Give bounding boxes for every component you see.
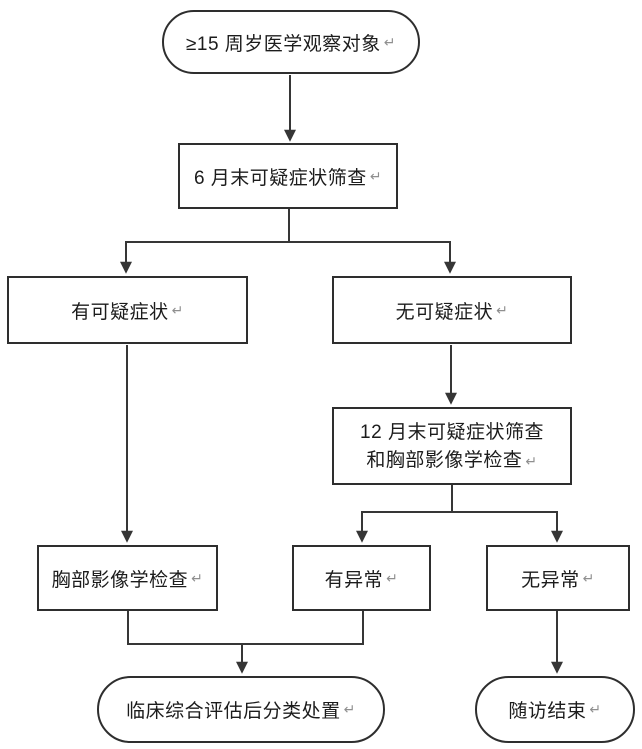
edge-screen6-branch xyxy=(120,209,456,274)
node-chest-imaging-label: 胸部影像学检查 xyxy=(51,569,189,591)
paragraph-return-icon: ↵ xyxy=(369,167,383,184)
node-no-symptoms: 无可疑症状↵ xyxy=(332,276,572,344)
node-normal-label: 无异常 xyxy=(521,569,580,591)
node-evaluation-label: 临床综合评估后分类处置 xyxy=(126,701,341,722)
node-no-symptoms-label: 无可疑症状 xyxy=(395,301,494,323)
node-screen12-line2-text: 和胸部影像学检查 xyxy=(366,450,523,471)
node-chest-imaging: 胸部影像学检查↵ xyxy=(37,545,218,611)
node-screen12: 12 月末可疑症状筛查 和胸部影像学检查↵ xyxy=(332,407,572,485)
edge-merge-to-evaluation xyxy=(127,611,364,674)
node-start: ≥15 周岁医学观察对象↵ xyxy=(162,10,420,74)
node-start-label: ≥15 周岁医学观察对象 xyxy=(185,33,381,55)
node-screen6-label: 6 月末可疑症状筛查 xyxy=(193,167,367,189)
node-screen6: 6 月末可疑症状筛查↵ xyxy=(178,143,398,209)
node-abnormal: 有异常↵ xyxy=(292,545,431,611)
node-abnormal-label: 有异常 xyxy=(324,569,384,591)
node-has-symptoms: 有可疑症状↵ xyxy=(7,276,248,344)
node-screen12-line1-text: 12 月末可疑症状筛查 xyxy=(360,421,544,443)
node-screen12-line2: 和胸部影像学检查↵ xyxy=(366,447,537,476)
node-end-label: 随访结束 xyxy=(508,701,587,722)
node-evaluation: 临床综合评估后分类处置↵ xyxy=(97,676,385,743)
node-normal: 无异常↵ xyxy=(486,545,630,611)
paragraph-return-icon: ↵ xyxy=(386,569,399,586)
node-screen12-line1: 12 月末可疑症状筛查 xyxy=(360,419,544,448)
paragraph-return-icon: ↵ xyxy=(383,33,397,50)
paragraph-return-icon: ↵ xyxy=(525,452,538,469)
paragraph-return-icon: ↵ xyxy=(582,569,595,586)
paragraph-return-icon: ↵ xyxy=(171,301,184,318)
node-end: 随访结束↵ xyxy=(475,676,635,743)
paragraph-return-icon: ↵ xyxy=(343,701,356,717)
paragraph-return-icon: ↵ xyxy=(589,701,602,717)
edge-screen12-branch xyxy=(356,485,563,543)
paragraph-return-icon: ↵ xyxy=(191,569,204,586)
node-has-symptoms-label: 有可疑症状 xyxy=(71,301,169,323)
paragraph-return-icon: ↵ xyxy=(496,301,509,318)
